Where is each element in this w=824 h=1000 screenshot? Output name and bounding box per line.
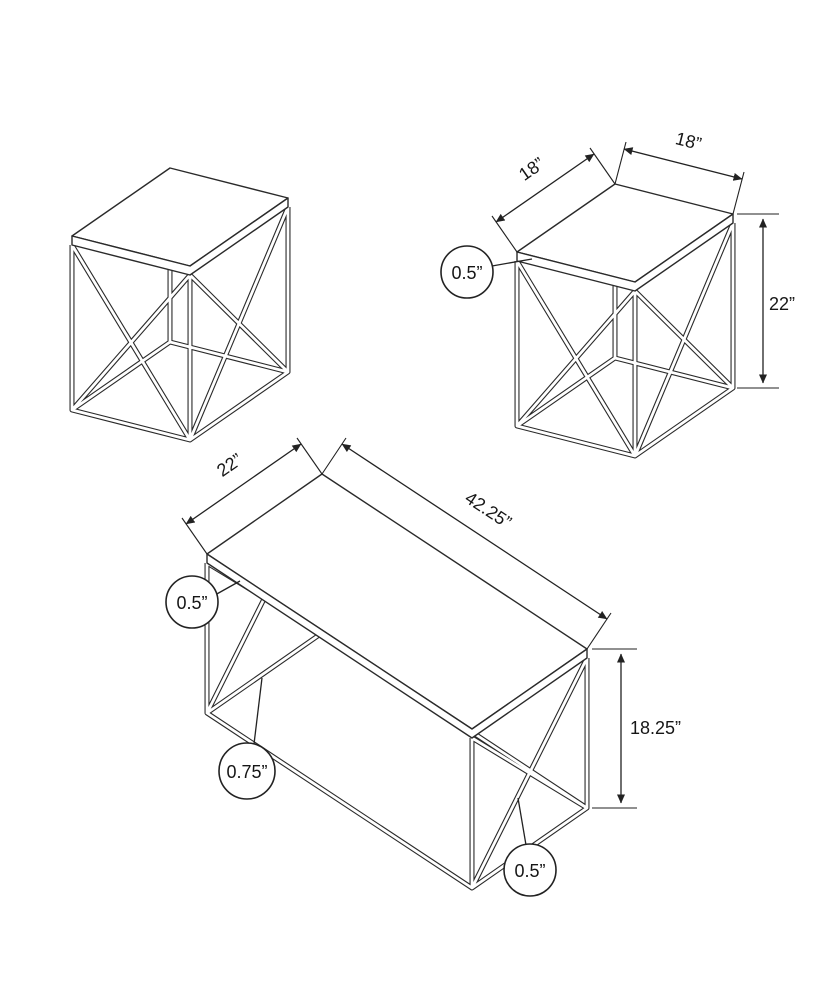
- dim-callout-top-thickness: [165, 575, 219, 629]
- dim-label-end-table-top-thickness: 0.5”: [451, 263, 482, 283]
- extension-line: [296, 437, 323, 475]
- dim-label-coffee-table-depth: 22”: [213, 449, 246, 480]
- extension-line: [321, 437, 347, 475]
- leader-line: [517, 797, 527, 846]
- end-table-dimensioned-drawing: [517, 184, 733, 456]
- dim-callout-top-thickness: [440, 245, 494, 299]
- leader-line: [253, 677, 263, 745]
- extension-line: [589, 147, 616, 185]
- dim-label-coffee-table-height: 18.25”: [630, 718, 681, 738]
- dim-label-end-table-width-left: 18”: [515, 153, 548, 184]
- leader-line: [214, 580, 241, 596]
- coffee-table-drawing: [204, 473, 590, 891]
- dimension-line-width-right: [623, 147, 743, 181]
- dim-label-coffee-table-frame-thickness: 0.75”: [226, 762, 267, 782]
- dim-label-coffee-table-top-thickness: 0.5”: [176, 593, 207, 613]
- leader-line: [491, 258, 533, 267]
- dim-label-end-table-width-right: 18”: [673, 128, 703, 154]
- end-table-plain-drawing: [72, 168, 288, 440]
- dimension-line-width-left: [495, 153, 595, 223]
- dimension-line-depth: [185, 443, 302, 525]
- dim-callout-frame-thickness: [218, 742, 276, 800]
- extension-line: [586, 612, 612, 650]
- dim-label-coffee-table-length: 42.25”: [461, 488, 515, 533]
- extension-line: [614, 141, 627, 185]
- dim-callout-brace-thickness: [503, 843, 557, 897]
- dimension-line-length: [341, 443, 608, 620]
- dim-label-coffee-table-brace-thickness: 0.5”: [514, 861, 545, 881]
- dim-label-end-table-height: 22”: [769, 294, 795, 314]
